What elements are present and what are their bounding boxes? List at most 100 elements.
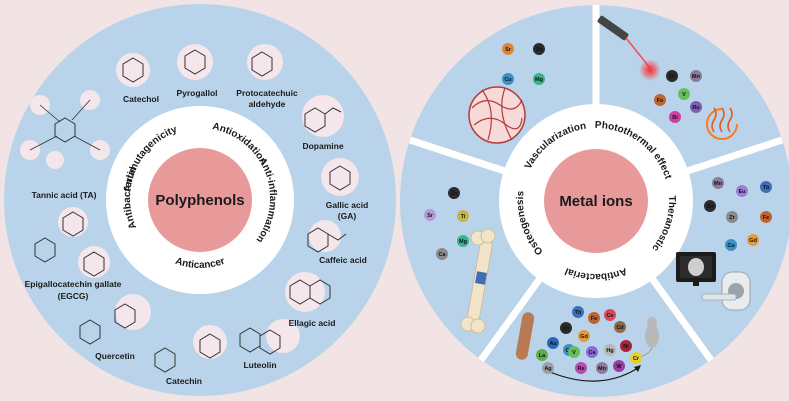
label-pyrogallol: Pyrogallol (176, 88, 217, 98)
mouse-icon (635, 317, 659, 357)
pyrogallol-structure (177, 44, 213, 80)
svg-text:Ti: Ti (461, 214, 466, 220)
ion-sphere: Fe (760, 211, 772, 223)
label-protocatechuic-1: Protocatechuic (236, 88, 298, 98)
luteolin-structure (239, 319, 300, 355)
svg-text:V: V (572, 350, 576, 356)
ion-sphere: Ni (620, 340, 632, 352)
arrow-head (634, 365, 641, 372)
svg-text:Mn: Mn (714, 181, 723, 187)
svg-text:Tb: Tb (575, 310, 582, 316)
ion-sphere: Cu (502, 73, 514, 85)
laser-illustration (597, 15, 661, 81)
ion-sphere: Mn (596, 362, 608, 374)
theranostic-ions: Mn Eu Tb Zn Zr Fe Cu Gd (704, 177, 772, 251)
ion-sphere: Fe (654, 94, 666, 106)
label-caffeic: Caffeic acid (319, 255, 367, 265)
ion-sphere: Eu (736, 185, 748, 197)
ion-sphere: Cr (630, 352, 642, 364)
svg-text:Cu: Cu (504, 77, 511, 83)
ion-sphere: Fe (588, 312, 600, 324)
metal-ions-panel: Metal ions Vascularization Photothermal … (400, 5, 789, 397)
ion-sphere: Mg (457, 235, 469, 247)
bone-illustration (460, 228, 496, 334)
ion-sphere: Cu (725, 239, 737, 251)
ion-sphere: Ca (436, 248, 448, 260)
ion-sphere: Hg (604, 344, 616, 356)
ion-sphere: Ca (586, 346, 598, 358)
svg-text:Bi: Bi (672, 115, 678, 121)
svg-text:Mg: Mg (535, 77, 543, 83)
svg-text:Zn: Zn (707, 204, 714, 210)
label-egcg-1: Epigallocatechin gallate (25, 279, 122, 289)
progression-arrow (549, 367, 639, 382)
label-gallic-1: Gallic acid (326, 200, 369, 210)
ion-sphere: Zn (448, 187, 460, 199)
svg-text:W: W (616, 364, 622, 370)
label-luteolin: Luteolin (243, 360, 276, 370)
ion-sphere: Co (604, 309, 616, 321)
ion-sphere: V (568, 346, 580, 358)
ion-sphere: Tb (572, 306, 584, 318)
label-gallic-2: (GA) (338, 211, 357, 221)
catechin-structure (154, 325, 227, 373)
svg-text:Zn: Zn (563, 326, 570, 332)
ion-sphere: Mn (690, 70, 702, 82)
heat-icon (706, 107, 738, 140)
label-egcg-2: (EGCG) (58, 291, 89, 301)
ion-sphere: Gd (747, 234, 759, 246)
svg-text:Zn: Zn (451, 191, 458, 197)
svg-text:Fe: Fe (591, 316, 597, 322)
bacterium-icon (515, 312, 535, 360)
metal-ions-center (544, 149, 648, 253)
svg-text:Gd: Gd (580, 334, 588, 340)
antibacterial-ions: Tb Fe Co Zn Gd Cd Ni Au Cu Hg La V Ca Ag… (536, 306, 642, 374)
label-tannic: Tannic acid (TA) (32, 190, 97, 200)
caffeic-acid-structure (307, 220, 347, 253)
gallic-acid-structure (321, 158, 359, 196)
label-protocatechuic-2: aldehyde (249, 99, 286, 109)
svg-text:Sr: Sr (427, 213, 434, 219)
svg-text:Cd: Cd (616, 325, 623, 331)
dopamine-structure (302, 95, 344, 137)
ion-sphere: Sr (502, 43, 514, 55)
ion-sphere: Gd (578, 330, 590, 342)
svg-text:Gd: Gd (749, 238, 757, 244)
svg-text:Tb: Tb (763, 185, 770, 191)
ion-sphere: Bi (669, 111, 681, 123)
protocatechuic-structure (247, 44, 283, 80)
mri-scanner-icon (701, 271, 751, 311)
svg-text:Fe: Fe (657, 98, 663, 104)
svg-text:La: La (539, 353, 546, 359)
svg-text:Zn: Zn (669, 74, 676, 80)
label-ellagic: Ellagic acid (289, 318, 336, 328)
ion-sphere: Au (547, 337, 559, 349)
ellagic-acid-structure (285, 272, 331, 312)
ion-sphere: Tb (760, 181, 772, 193)
svg-text:Eu: Eu (738, 189, 745, 195)
ion-sphere: Sr (424, 209, 436, 221)
photothermal-ions: Zn Mn Fe V Ru Bi (654, 70, 702, 123)
property-anticancer: Anticancer (174, 256, 227, 271)
label-catechol: Catechol (123, 94, 159, 104)
label-quercetin: Quercetin (95, 351, 135, 361)
svg-text:Sr: Sr (505, 47, 512, 53)
svg-text:Mn: Mn (692, 74, 701, 80)
polyphenols-center (148, 148, 252, 252)
tannic-acid-structure (20, 90, 110, 169)
label-dopamine: Dopamine (302, 141, 343, 151)
ion-sphere: Mn (712, 177, 724, 189)
svg-text:V: V (682, 92, 686, 98)
svg-text:Fe: Fe (763, 215, 769, 221)
quercetin-structure (79, 294, 151, 345)
ion-sphere: W (613, 360, 625, 372)
vascularization-ions: Sr Zn Cu Mg (502, 43, 545, 85)
monitor-icon (676, 252, 716, 286)
ion-sphere: Ru (690, 101, 702, 113)
svg-text:Hg: Hg (606, 348, 613, 354)
ion-sphere: Ag (542, 362, 554, 374)
osteogenesis-ions: Zn Sr Ti Mg Ca (424, 187, 469, 260)
catechol-structure (116, 53, 150, 87)
ion-sphere: Zn (704, 200, 716, 212)
svg-text:Zn: Zn (536, 47, 543, 53)
